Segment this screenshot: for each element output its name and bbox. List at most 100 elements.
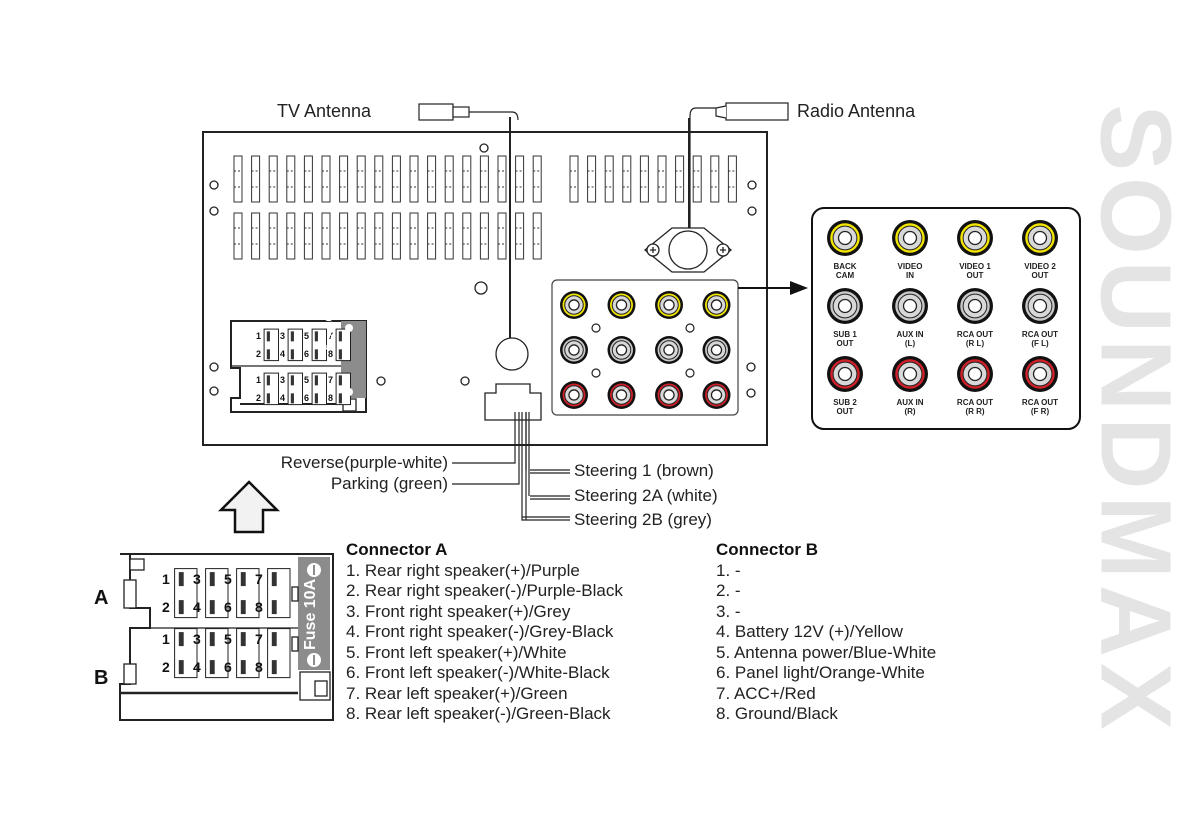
- rca-jack-label-line2: (L): [904, 339, 916, 348]
- vent-slot: [286, 155, 296, 203]
- iso-pin-number: 5: [224, 571, 232, 587]
- rca-jack: [827, 356, 863, 392]
- vent-slot: [692, 155, 702, 203]
- iso-pin-housing: [263, 372, 280, 406]
- iso-pin-slot: [178, 660, 184, 675]
- connector-a-item: 4. Front right speaker(-)/Grey-Black: [346, 622, 614, 641]
- rca-jack: [957, 288, 993, 324]
- vent-slot: [409, 212, 419, 260]
- iso-pin-slot: [271, 632, 277, 647]
- rca-jack: [607, 291, 636, 319]
- rca-jack-label-line1: VIDEO: [897, 262, 923, 271]
- vent-slot: [622, 155, 632, 203]
- rca-jack: [607, 381, 636, 409]
- rca-jack-label: RCA OUT(F L): [1005, 330, 1075, 348]
- vent-slot: [657, 155, 667, 203]
- vent-slot: [710, 155, 720, 203]
- iso-pin-slot: [209, 632, 215, 647]
- iso-pin-number: 3: [193, 571, 201, 587]
- vent-slot: [479, 155, 489, 203]
- connector-a-item: 8. Rear left speaker(-)/Green-Black: [346, 704, 611, 723]
- connector-b-item: 5. Antenna power/Blue-White: [716, 642, 937, 662]
- vent-slot: [515, 212, 525, 260]
- vent-slot: [286, 212, 296, 260]
- iso-pin-housing: [311, 372, 328, 406]
- rca-jack-label-line1: VIDEO 1: [959, 262, 991, 271]
- ventilation-slots: [233, 155, 737, 260]
- vent-slot: [268, 212, 278, 260]
- rca-jack-label-line2: OUT: [836, 407, 854, 416]
- rca-jack-label-line1: RCA OUT: [956, 330, 994, 339]
- rca-panel-unit: [551, 279, 739, 416]
- connector-b-item: 4. Battery 12V (+)/Yellow: [716, 622, 903, 641]
- rca-jack: [607, 336, 636, 364]
- vent-slot: [727, 155, 737, 203]
- rca-jack: [702, 381, 731, 409]
- radio-antenna-socket: [643, 227, 733, 273]
- vent-slot: [497, 212, 507, 260]
- rca-jack: [957, 356, 993, 392]
- rca-jack-label-line1: VIDEO 2: [1024, 262, 1056, 271]
- rca-jack-label-line2: CAM: [835, 271, 855, 280]
- connector-b-title: Connector B: [716, 540, 818, 559]
- rca-panel-holes: [591, 323, 695, 378]
- iso-pin-number: 5: [304, 331, 309, 341]
- rca-jack: [1022, 288, 1058, 324]
- rca-jacks-unit: [560, 291, 731, 409]
- iso-pin-number: 1: [256, 375, 261, 385]
- iso-pin-slot: [271, 660, 277, 675]
- iso-pin-number: 3: [280, 331, 285, 341]
- iso-pin-slot: [178, 572, 184, 587]
- iso-pin-number: 8: [255, 599, 263, 615]
- rca-jack-label-line2: (F L): [1031, 339, 1049, 348]
- connector-b-legend: Connector B 1. - 2. - 3. - 4. Battery 12…: [716, 540, 936, 725]
- iso-pin-slot: [290, 375, 294, 386]
- tv-antenna-plug: [418, 103, 519, 355]
- rca-jack: [702, 291, 731, 319]
- iso-pin-slot: [271, 572, 277, 587]
- vent-slot: [532, 155, 542, 203]
- vent-slot: [251, 212, 261, 260]
- harness-wires: [452, 412, 570, 521]
- iso-pin-number: 6: [304, 393, 309, 403]
- vent-slot: [251, 155, 261, 203]
- iso-pin-slot: [338, 393, 342, 404]
- rca-jack-label-line2: IN: [906, 271, 914, 280]
- vent-slot: [303, 212, 313, 260]
- vent-slot: [462, 155, 472, 203]
- iso-pin-number: 2: [256, 393, 261, 403]
- connector-a-item: 7. Rear left speaker(+)/Green: [346, 683, 568, 703]
- iso-pin-housing: [287, 328, 304, 362]
- rca-jack-label: RCA OUT(F R): [1005, 398, 1075, 416]
- harness-plug: [484, 383, 542, 421]
- vent-slot: [427, 155, 437, 203]
- iso-pin-number: 6: [224, 599, 232, 615]
- rca-jack: [655, 336, 683, 364]
- vent-slot: [587, 155, 597, 203]
- iso-pin-number: 8: [255, 659, 263, 675]
- connector-b-item: 8. Ground/Black: [716, 704, 838, 723]
- rca-jack-label-line2: (R L): [965, 339, 985, 348]
- iso-pin-number: 7: [255, 631, 263, 647]
- iso-pin-number: 8: [328, 393, 333, 403]
- vent-slot: [391, 212, 401, 260]
- rca-jack-label: AUX IN(L): [875, 330, 945, 348]
- rca-jack-label-line1: BACK: [833, 262, 857, 271]
- rca-jack: [1022, 220, 1058, 256]
- rca-jack: [892, 220, 928, 256]
- iso-pin-number: 7: [328, 331, 333, 341]
- arrow-to-rca-detail: [738, 281, 808, 295]
- iso-pin-slot: [314, 349, 318, 360]
- iso-pin-number: 4: [193, 659, 201, 675]
- iso-pin-slot: [338, 375, 342, 386]
- iso-pin-number: 2: [256, 349, 261, 359]
- reverse-wire-label: Reverse(purple-white): [280, 453, 448, 472]
- connector-a-title: Connector A: [346, 540, 448, 559]
- iso-pin-slot: [240, 572, 246, 587]
- radio-antenna-label: Radio Antenna: [797, 101, 916, 121]
